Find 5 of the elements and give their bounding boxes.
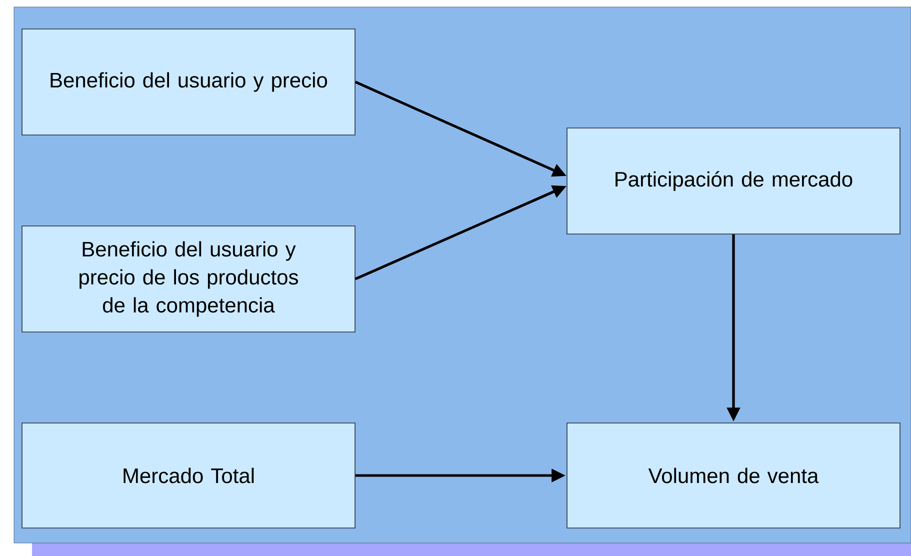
process-box: Beneficio del usuario y precio [22, 28, 356, 136]
process-box: Participación de mercado [566, 128, 900, 234]
process-box: Mercado Total [22, 422, 356, 528]
process-box: Volumen de venta [566, 422, 900, 528]
process-box: Beneficio del usuario y precio de los productos de la competencia [22, 226, 356, 332]
